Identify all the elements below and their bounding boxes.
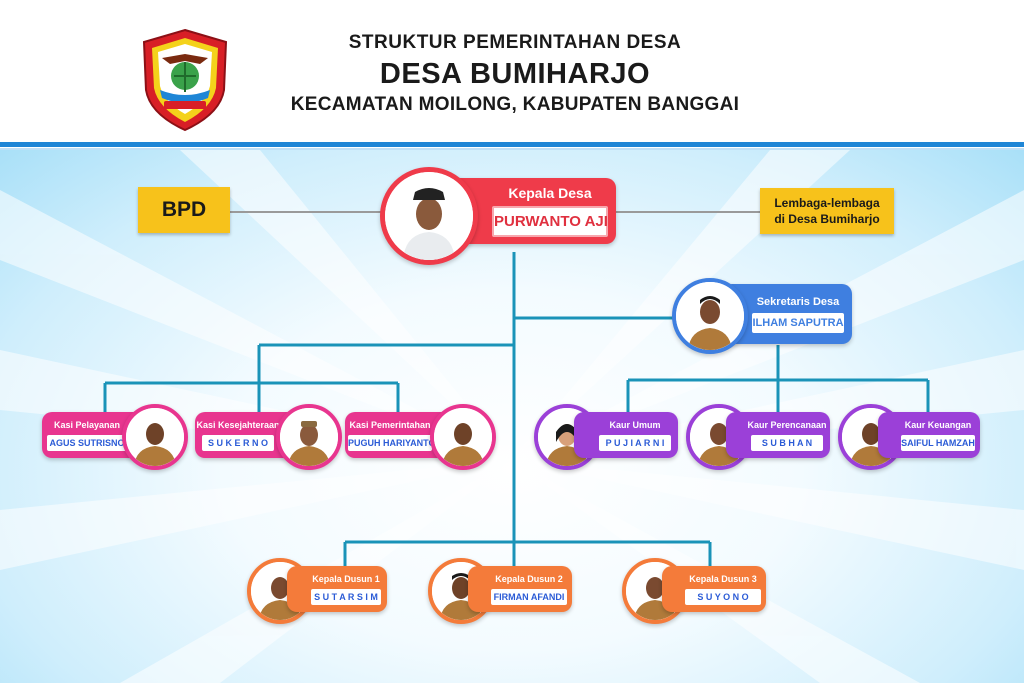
kepala-desa-name: PURWANTO AJI: [492, 206, 608, 237]
bpd-box: BPD: [138, 187, 230, 233]
kasi-photo: [276, 404, 342, 470]
kaur-name: SAIFUL HAMZAH: [901, 434, 975, 451]
kaur-role: Kaur Umum: [609, 419, 661, 430]
lembaga-box: Lembaga-lembaga di Desa Bumiharjo: [760, 188, 894, 234]
kaur-name: P U J I A R N I: [599, 434, 671, 451]
kaur-card: Kaur Perencanaan S U B H A N: [726, 412, 830, 458]
dusun-name: S U T A R S I M: [311, 588, 381, 605]
dusun-role: Kepala Dusun 2: [495, 573, 563, 584]
header: STRUKTUR PEMERINTAHAN DESA DESA BUMIHARJ…: [0, 0, 1024, 142]
kasi-photo: [430, 404, 496, 470]
kasi-role: Kasi Pelayanan: [53, 419, 121, 430]
title-line-2: DESA BUMIHARJO: [379, 58, 651, 90]
kaur-name: S U B H A N: [751, 434, 823, 451]
sekretaris-role: Sekretaris Desa: [756, 295, 840, 308]
kaur-role: Kaur Keuangan: [904, 419, 972, 430]
dusun-name: S U Y O N O: [685, 588, 761, 605]
title-block: STRUKTUR PEMERINTAHAN DESA DESA BUMIHARJ…: [250, 30, 780, 118]
sekretaris-name: ILHAM SAPUTRA: [752, 312, 844, 333]
sekretaris-photo: [672, 278, 748, 354]
kasi-name: AGUS SUTRISNO: [47, 434, 127, 451]
dusun-card: Kepala Dusun 2 FIRMAN AFANDI: [468, 566, 572, 612]
kasi-role: Kasi Kesejahteraan: [196, 419, 280, 430]
dusun-photo: [622, 558, 688, 624]
title-line-3: KECAMATAN MOILONG, KABUPATEN BANGGAI: [290, 94, 740, 115]
dusun-card: Kepala Dusun 3 S U Y O N O: [662, 566, 766, 612]
banggai-regency-emblem-icon: [140, 28, 230, 132]
header-divider-light: [0, 148, 1024, 150]
dusun-card: Kepala Dusun 1 S U T A R S I M: [287, 566, 387, 612]
kasi-name: S U K E R N O: [202, 434, 274, 451]
kasi-name: PUGUH HARIYANTO: [348, 434, 436, 451]
title-line-1: STRUKTUR PEMERINTAHAN DESA: [348, 32, 682, 53]
kepala-desa-role: Kepala Desa: [508, 185, 592, 201]
dusun-role: Kepala Dusun 3: [689, 573, 757, 584]
header-divider: [0, 142, 1024, 147]
kaur-role: Kaur Perencanaan: [747, 419, 827, 430]
kepala-desa-photo: [380, 167, 478, 265]
kaur-card: Kaur Umum P U J I A R N I: [574, 412, 678, 458]
dusun-role: Kepala Dusun 1: [312, 573, 380, 584]
kasi-role: Kasi Pemerintahan: [349, 419, 431, 430]
dusun-name: FIRMAN AFANDI: [491, 588, 567, 605]
kaur-card: Kaur Keuangan SAIFUL HAMZAH: [878, 412, 980, 458]
kasi-photo: [122, 404, 188, 470]
